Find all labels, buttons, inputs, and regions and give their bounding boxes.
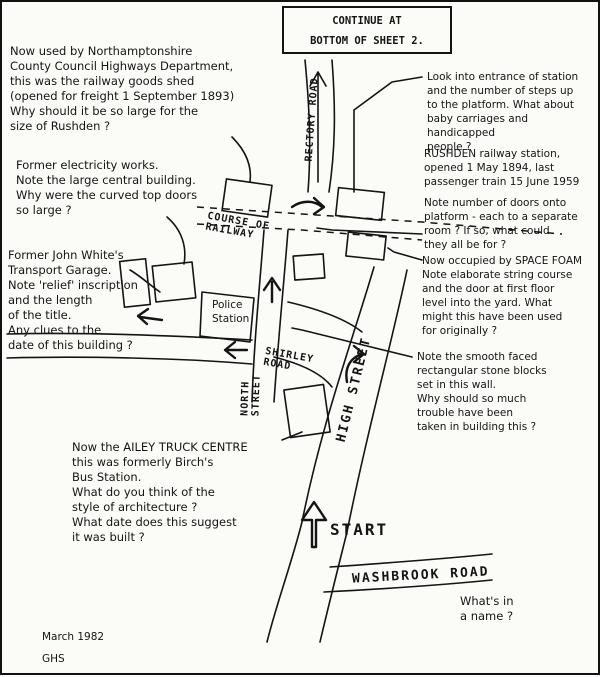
continue-at-box: CONTINUE AT BOTTOM OF SHEET 2. — [282, 6, 452, 54]
rectory-road-west-edge — [304, 59, 311, 193]
space-foam-building — [345, 231, 387, 261]
high-street-east-edge — [346, 269, 408, 533]
electricity-works-building — [151, 261, 197, 303]
stone-blocks-note: Note the smooth faced rectangular stone … — [417, 351, 547, 433]
high-street-south-east-edge — [319, 531, 348, 643]
shirley-road-link-south — [273, 356, 333, 388]
shirley-road-north-edge — [6, 332, 253, 341]
rectory-road-arrow — [309, 71, 327, 183]
shirley-road-south-edge — [6, 356, 253, 365]
garage-building — [292, 253, 326, 281]
course-of-railway-line — [196, 206, 563, 235]
station-doors-note: Note number of doors onto platform - eac… — [424, 197, 578, 251]
pointer-station-doors — [316, 227, 423, 235]
space-foam-note: Now occupied by SPACE FOAM Note elaborat… — [422, 255, 583, 337]
high-street-south-west-edge — [266, 521, 303, 643]
washbrook-road-north-edge — [329, 553, 493, 568]
shirley-road-link-north — [287, 301, 363, 333]
station-entrance-note: Look into entrance of station and the nu… — [427, 71, 579, 153]
north-street-label: NORTH STREET — [239, 373, 263, 417]
route-arrow-west-2 — [136, 307, 164, 326]
rushden-station-building — [334, 186, 386, 222]
white-garage-note: Former John White's Transport Garage. No… — [8, 248, 138, 352]
pointer-stone-blocks — [291, 327, 413, 358]
ailey-truck-centre-building — [283, 383, 331, 439]
date-note: March 1982 — [42, 631, 105, 643]
police-station-building — [199, 291, 255, 343]
north-street-west-edge — [251, 229, 265, 403]
pointer-goods-shed — [231, 136, 252, 183]
pointer-space-foam — [387, 247, 423, 261]
route-arrow-north — [262, 276, 282, 304]
rectory-road-east-edge — [328, 59, 336, 193]
washbrook-road-south-edge — [323, 579, 493, 593]
route-arrow-shirley — [345, 344, 366, 384]
start-arrow — [300, 500, 328, 549]
start-label: START — [330, 520, 389, 539]
electricity-works-annex — [118, 257, 152, 309]
route-arrow-west — [223, 340, 249, 360]
route-arrow-junction — [290, 196, 326, 216]
pointer-station-entrance — [353, 76, 423, 193]
police-station-label: Police Station — [212, 299, 250, 325]
electricity-works-note: Former electricity works. Note the large… — [16, 158, 198, 217]
initials-note: GHS — [42, 653, 65, 665]
course-of-railway-line-2 — [196, 223, 423, 241]
pointer-garage — [129, 269, 161, 293]
name-question-note: What's in a name ? — [460, 594, 514, 623]
goods-shed-note: Now used by Northamptonshire County Coun… — [10, 44, 235, 133]
ailey-truck-note: Now the AILEY TRUCK CENTRE this was form… — [72, 440, 248, 544]
north-street-east-edge — [273, 229, 289, 403]
pointer-electricity — [166, 216, 186, 265]
rushden-station-note: RUSHDEN railway station, opened 1 May 18… — [424, 148, 580, 188]
high-street-west-edge — [301, 266, 375, 523]
pointer-ailey — [281, 431, 303, 441]
